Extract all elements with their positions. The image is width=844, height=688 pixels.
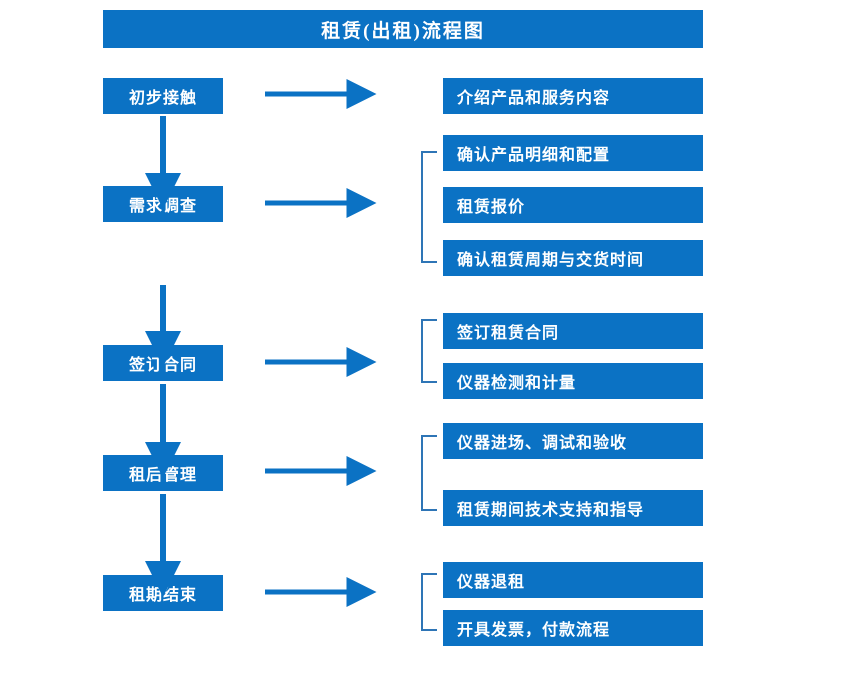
detail-box-8[interactable]: 租赁期间技术支持和指导: [443, 490, 703, 526]
detail-label-5: 签订租赁合同: [457, 325, 560, 342]
bracket-group-2: [421, 151, 437, 263]
diagram-title: 租赁(出租)流程图: [103, 10, 703, 48]
stage-label-5: 租期结束: [128, 587, 197, 604]
stage-box-1[interactable]: 初步接触: [103, 78, 223, 114]
detail-box-6[interactable]: 仪器检测和计量: [443, 363, 703, 399]
detail-box-4[interactable]: 确认租赁周期与交货时间: [443, 240, 703, 276]
stage-label-1: 初步接触: [128, 90, 197, 107]
stage-box-5[interactable]: 租期结束: [103, 575, 223, 611]
detail-box-5[interactable]: 签订租赁合同: [443, 313, 703, 349]
detail-box-10[interactable]: 开具发票，付款流程: [443, 610, 703, 646]
stage-box-4[interactable]: 租后管理: [103, 455, 223, 491]
detail-label-9: 仪器退租: [457, 574, 526, 591]
detail-label-8: 租赁期间技术支持和指导: [457, 502, 645, 519]
detail-label-10: 开具发票，付款流程: [457, 622, 611, 639]
bracket-group-4: [421, 435, 437, 511]
detail-label-2: 确认产品明细和配置: [457, 147, 611, 164]
detail-box-3[interactable]: 租赁报价: [443, 187, 703, 223]
detail-box-1[interactable]: 介绍产品和服务内容: [443, 78, 703, 114]
stage-label-2: 需求调查: [128, 198, 197, 215]
detail-label-3: 租赁报价: [457, 199, 526, 216]
stage-label-3: 签订合同: [128, 357, 197, 374]
detail-label-1: 介绍产品和服务内容: [457, 90, 611, 107]
detail-box-2[interactable]: 确认产品明细和配置: [443, 135, 703, 171]
detail-box-7[interactable]: 仪器进场、调试和验收: [443, 423, 703, 459]
stage-label-4: 租后管理: [128, 467, 197, 484]
detail-label-6: 仪器检测和计量: [457, 375, 577, 392]
detail-box-9[interactable]: 仪器退租: [443, 562, 703, 598]
detail-label-4: 确认租赁周期与交货时间: [457, 252, 645, 269]
bracket-group-3: [421, 319, 437, 383]
stage-box-2[interactable]: 需求调查: [103, 186, 223, 222]
detail-label-7: 仪器进场、调试和验收: [457, 435, 628, 452]
stage-box-3[interactable]: 签订合同: [103, 345, 223, 381]
bracket-group-5: [421, 573, 437, 631]
